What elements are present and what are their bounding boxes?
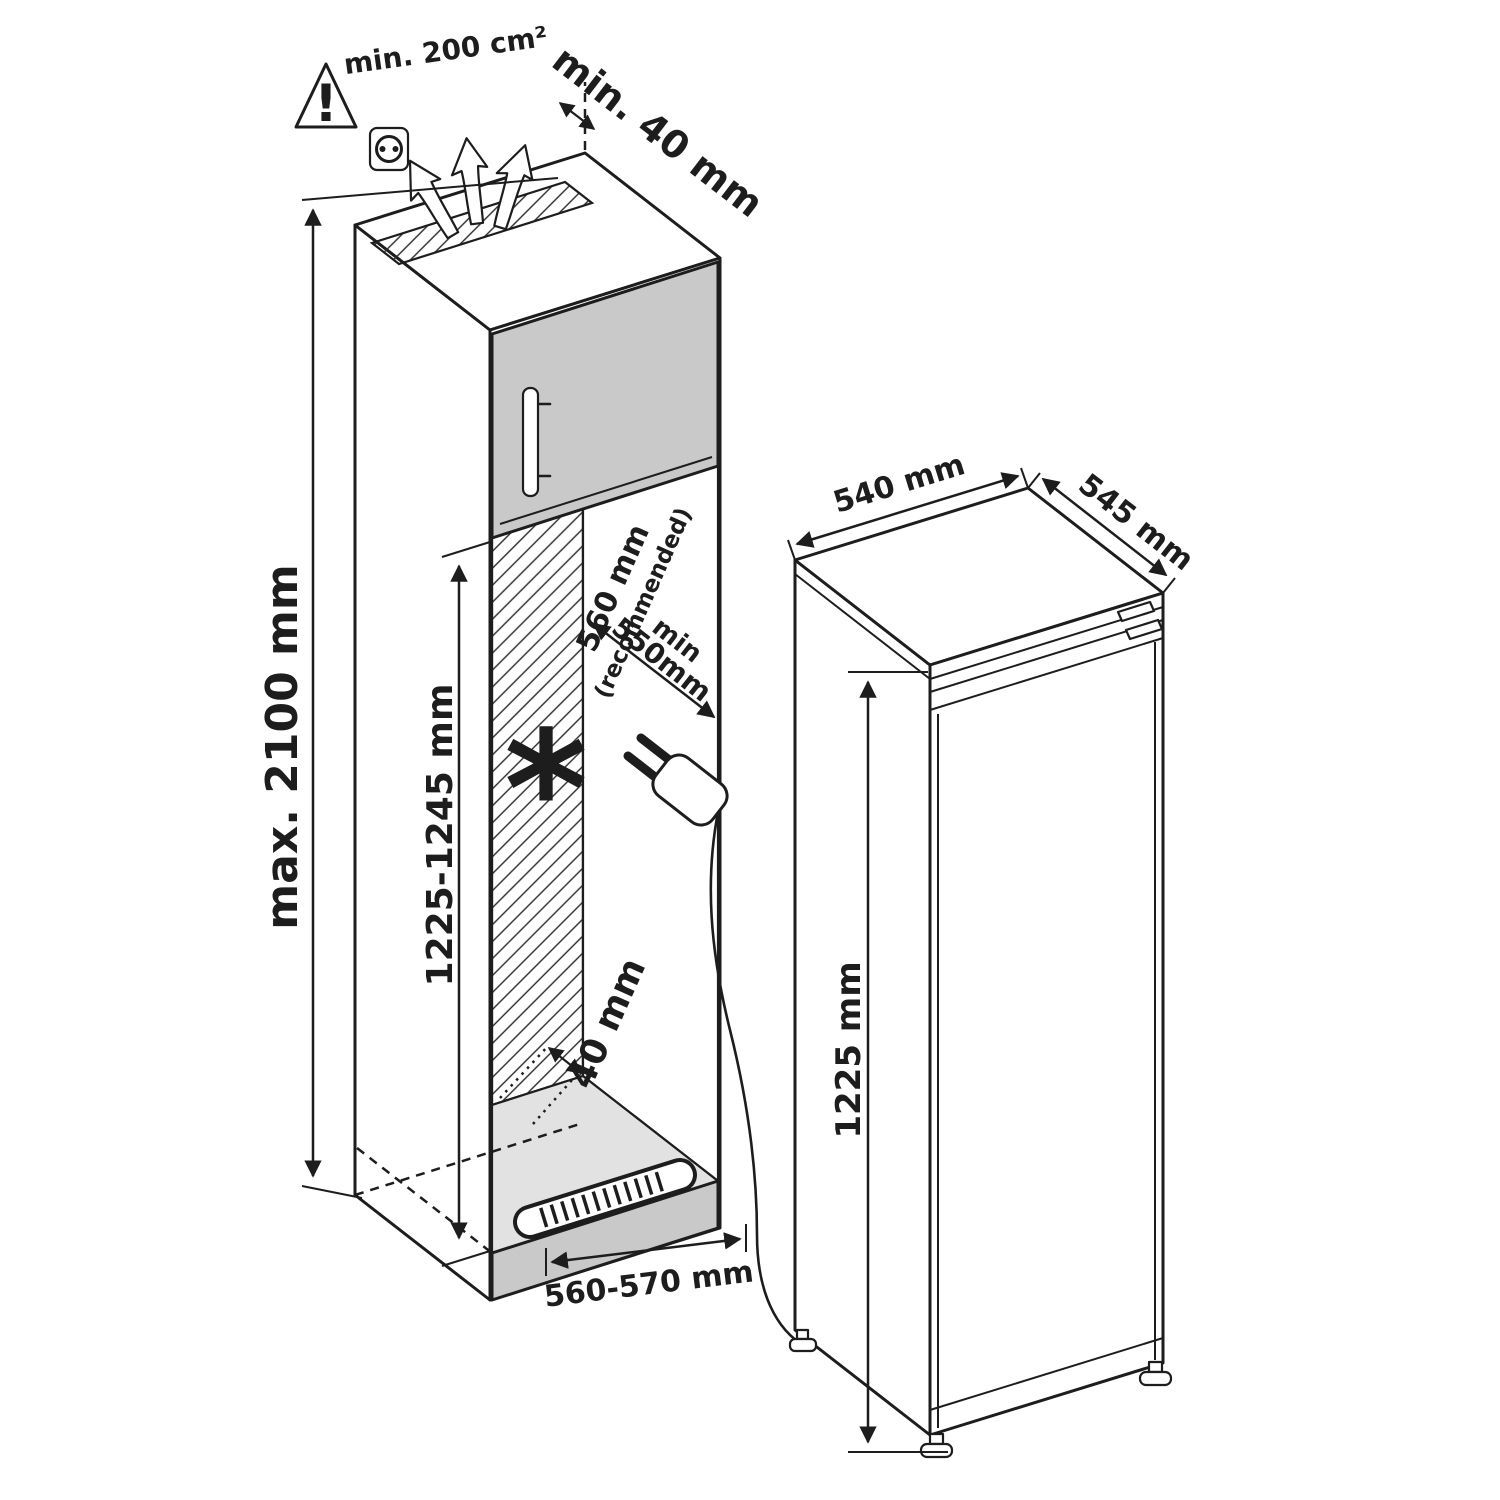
power-plug-icon <box>623 733 729 827</box>
door-handle-icon <box>521 386 552 498</box>
upper-cabinet-door <box>490 260 720 540</box>
hinge-cover-icon <box>1116 600 1156 623</box>
asterisk-mark: * <box>504 696 588 883</box>
power-cable <box>709 810 808 1349</box>
vent-arrow-icon <box>493 144 534 231</box>
upper-door-gap-line <box>499 456 713 525</box>
appliance-door <box>928 591 1165 1437</box>
hidden-floor-edge <box>356 1147 493 1254</box>
hidden-bottom-back-edge <box>354 1121 584 1197</box>
appliance-height-label: 1225 mm <box>829 961 869 1138</box>
door-top-edge-line <box>929 637 1164 711</box>
appliance-foot-icon <box>788 1328 818 1353</box>
vent-arrow-icon <box>450 137 489 226</box>
cabinet-niche-drawing: ! * max. 2100 mm <box>257 20 808 1349</box>
hinge-cover-icon <box>1124 618 1164 641</box>
door-bottom-kick-line <box>929 1337 1164 1411</box>
vent-area-label: min. 200 cm² <box>342 20 550 81</box>
built-in-appliance-drawing: 540 mm 545 mm 1225 mm <box>787 447 1200 1459</box>
appliance-height-dimension: 1225 mm <box>829 671 948 1453</box>
vent-grille-icon <box>513 1158 697 1239</box>
side-top-strip-line <box>794 573 931 680</box>
warning-triangle-icon: ! <box>294 62 358 134</box>
power-socket-icon <box>368 126 410 172</box>
appliance-foot-icon <box>919 1432 954 1459</box>
appliance-foot-icon <box>1138 1360 1173 1387</box>
warning-exclamation: ! <box>314 74 338 134</box>
niche-height-label: 1225-1245 mm <box>420 684 461 987</box>
max-height-label: max. 2100 mm <box>257 564 308 929</box>
vent-arrow-icon <box>408 159 460 240</box>
appliance-width-label: 540 mm <box>829 447 969 521</box>
vent-arrows-icon <box>408 137 534 240</box>
door-top-strip-line <box>929 619 1164 693</box>
max-height-dimension: max. 2100 mm <box>257 177 559 1199</box>
niche-height-dimension: 1225-1245 mm <box>420 541 491 1267</box>
